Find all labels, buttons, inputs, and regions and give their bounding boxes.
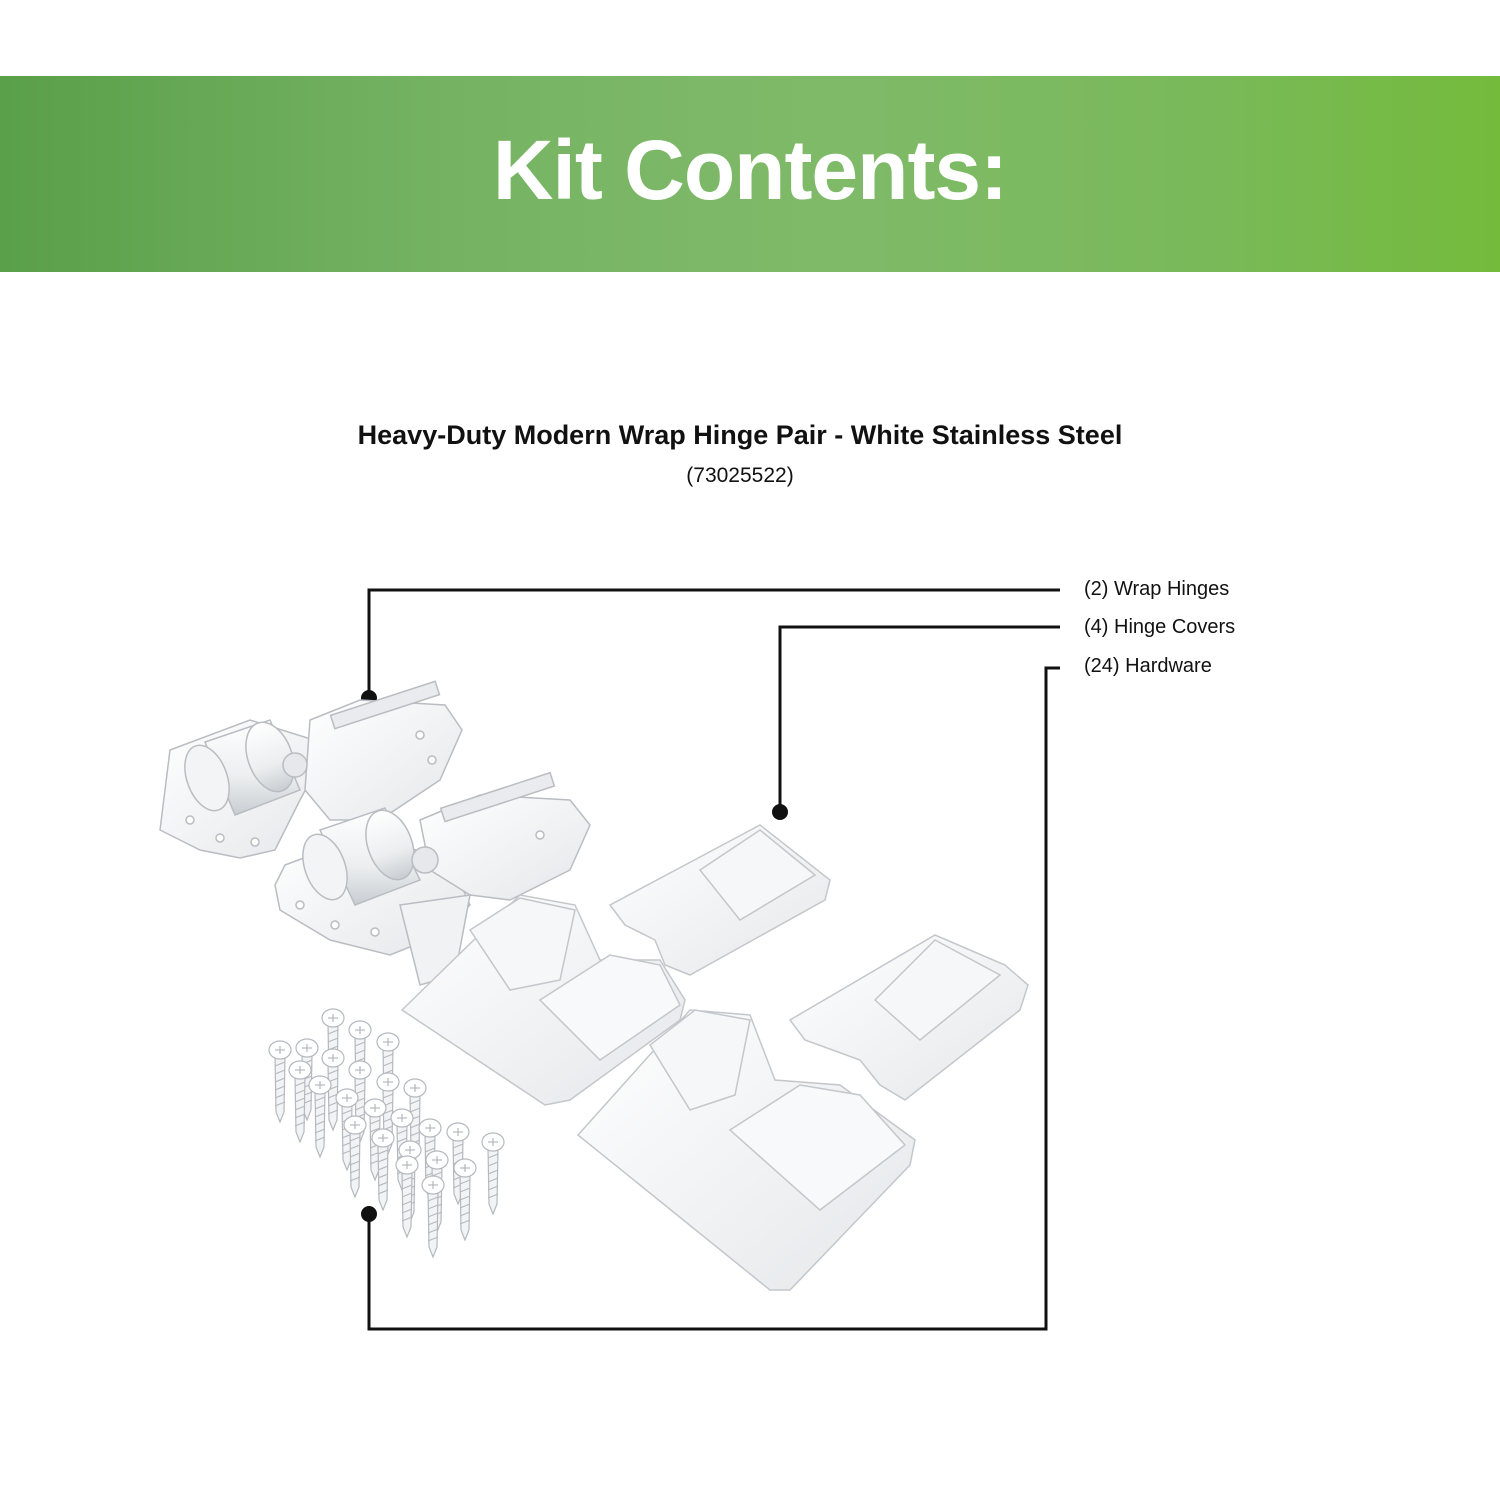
screw xyxy=(421,1175,445,1259)
screw-grid xyxy=(268,1008,505,1259)
wrap-hinge-1 xyxy=(159,680,463,859)
screw xyxy=(453,1158,477,1242)
screw xyxy=(481,1132,505,1216)
hinge-cover-4 xyxy=(576,1009,916,1291)
callout-label-wrap-hinges: (2) Wrap Hinges xyxy=(1084,578,1230,600)
callout-line-hinge-covers xyxy=(778,625,1060,812)
hardware-screws xyxy=(268,1008,505,1259)
header-banner: Kit Contents: xyxy=(0,76,1500,272)
screw xyxy=(268,1040,292,1124)
hinge-cover-2 xyxy=(788,934,1029,1101)
callout-label-hardware: (24) Hardware xyxy=(1084,655,1212,677)
screw xyxy=(288,1060,312,1144)
callout-dot-hardware xyxy=(361,1206,377,1222)
callout-line-wrap-hinges xyxy=(367,588,1060,698)
page-title: Kit Contents: xyxy=(492,123,1008,217)
screw xyxy=(308,1075,332,1159)
product-sku: (73025522) xyxy=(686,464,794,487)
screw xyxy=(343,1115,367,1199)
hinge-cover-3 xyxy=(400,894,686,1106)
screw xyxy=(395,1155,419,1239)
hinge-cover-1 xyxy=(608,824,831,976)
callout-label-hinge-covers: (4) Hinge Covers xyxy=(1084,616,1236,638)
screw xyxy=(371,1128,395,1212)
wrap-hinge-2 xyxy=(274,771,591,986)
callout-dot-hinge-covers xyxy=(772,804,788,820)
callout-line-hardware xyxy=(367,666,1060,1331)
product-title: Heavy-Duty Modern Wrap Hinge Pair - Whit… xyxy=(357,420,1123,450)
